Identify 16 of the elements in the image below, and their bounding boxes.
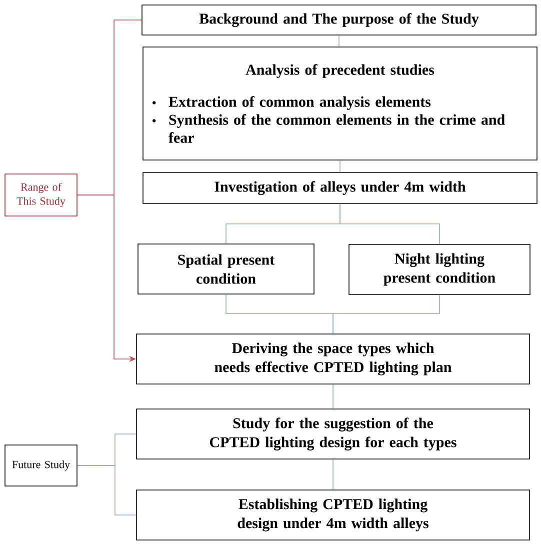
connector-line: [340, 204, 440, 244]
process-box: Analysis of precedent studies Extraction of common analysis elements Synthesis of the common elements in the crime and fear: [142, 46, 538, 160]
connector-line: [332, 459, 334, 490]
connector-line: [332, 294, 440, 334]
connector-line: [77, 465, 136, 516]
scope-label-box: Range of This Study: [4, 174, 78, 216]
process-box: Establishing CPTED lighting design under 4m width alleys: [136, 490, 530, 540]
process-box: Background and The purpose of the Study: [142, 4, 536, 36]
process-box: Night lighting present condition: [348, 244, 530, 295]
connector-line: [338, 35, 340, 47]
process-box: Spatial present condition: [138, 244, 314, 294]
process-box: Investigation of alleys under 4m width: [142, 172, 538, 204]
scope-label-box: Future Study: [4, 444, 78, 486]
process-box: Study for the suggestion of the CPTED lighting design for each types: [136, 408, 530, 460]
process-box: Deriving the space types which needs effective CPTED lighting plan: [136, 334, 530, 384]
connector-line: [332, 384, 334, 409]
